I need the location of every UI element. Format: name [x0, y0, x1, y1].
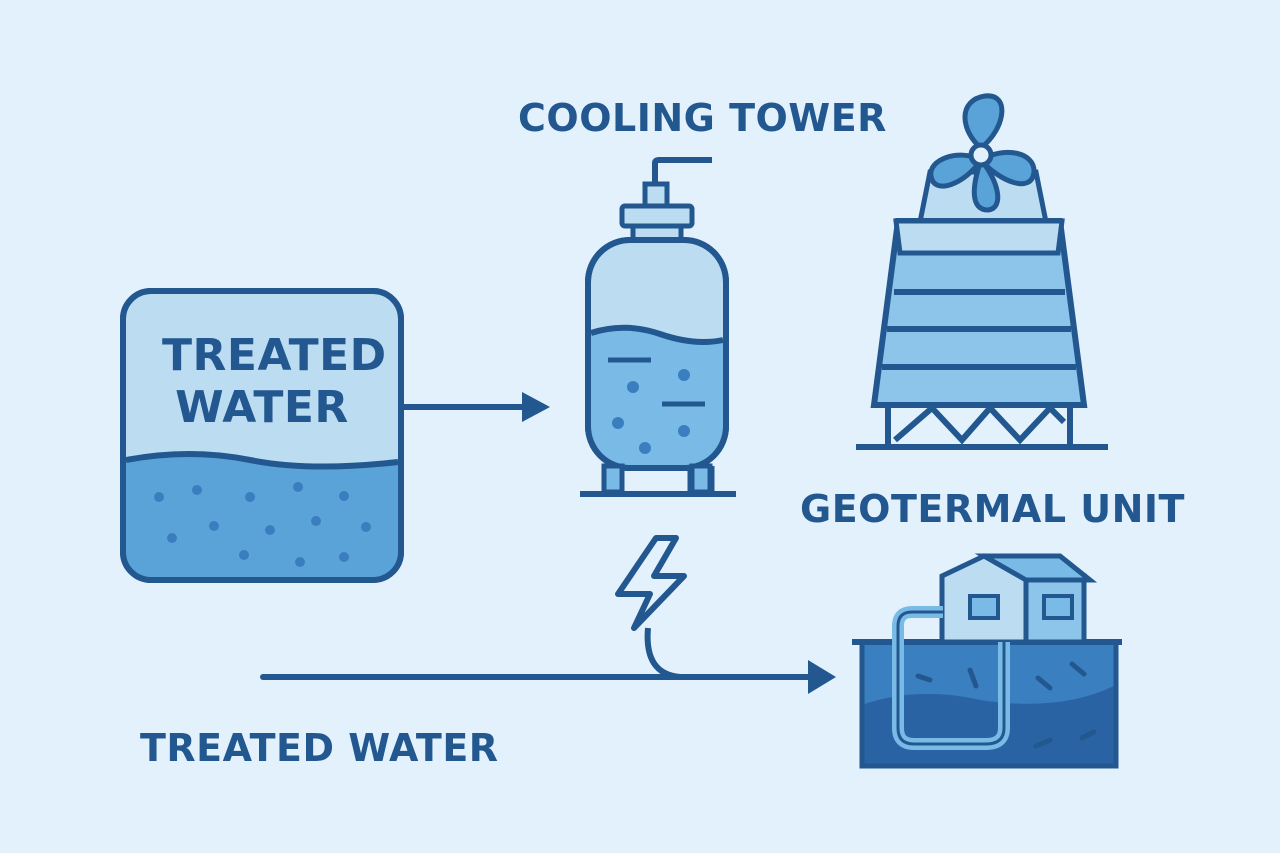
geothermal-unit-label: GEOTERMAL UNIT: [800, 487, 1185, 531]
fan-icon: [928, 93, 1037, 213]
flow-arrow-tank-to-filter: [401, 392, 550, 422]
lightning-bolt-icon: [615, 535, 687, 631]
treated-water-label: TREATED WATER: [140, 726, 499, 770]
geothermal-house-icon: [852, 553, 1122, 769]
treated-water-tank-icon: [120, 288, 404, 583]
tank-label-line-2: WATER: [175, 382, 349, 433]
pressure-filter-vessel-icon: [580, 157, 736, 497]
tank-label: TREATED WATER: [162, 330, 387, 434]
flow-arrow-to-geothermal: [260, 660, 836, 694]
cooling-tower-icon: [856, 93, 1108, 450]
cooling-tower-label: COOLING TOWER: [518, 96, 887, 140]
bolt-connector-line: [644, 627, 681, 680]
tank-label-line-1: TREATED: [162, 330, 387, 381]
